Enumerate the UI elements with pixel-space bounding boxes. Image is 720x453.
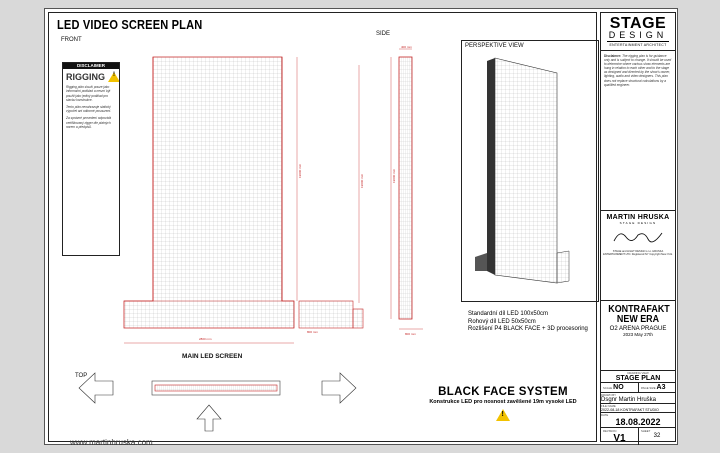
dim-screen-width: 2800 mm bbox=[199, 337, 212, 341]
disclaimer-body: The rigging plan is for guidance only an… bbox=[604, 54, 672, 87]
page-size-cell: PAGE SIZE A3 bbox=[639, 383, 675, 392]
arrow-left-icon bbox=[78, 372, 114, 404]
front-led-screen bbox=[123, 56, 295, 329]
dim-side-top: 400 mm bbox=[401, 45, 412, 49]
drawn-by-row: DRAWN BY Dsgnr Martin Hruška bbox=[601, 392, 675, 403]
disclaimer-title: Disclaimer: bbox=[604, 54, 622, 58]
page-size-value: A3 bbox=[656, 384, 666, 391]
sheet-title: LED VIDEO SCREEN PLAN bbox=[57, 17, 203, 32]
revision-row: REVISION V1 SHEET 32 bbox=[601, 427, 675, 445]
title-block: STAGE DESIGN ENTERTAINMENT ARCHITECT Dis… bbox=[600, 12, 676, 445]
scale-cell: SCALE NO bbox=[601, 383, 639, 392]
side-led-view: 400 mm 19000 mm 800 mm bbox=[390, 45, 423, 336]
drawn-by-value: Dsgnr Martin Hruška bbox=[601, 397, 657, 403]
page-size-key: PAGE SIZE bbox=[641, 386, 656, 390]
arrow-up-icon bbox=[196, 404, 222, 432]
date-value: 18.08.2022 bbox=[615, 417, 661, 427]
sheet-key: SHEET bbox=[641, 429, 651, 433]
perspective-box: PERSPEKTIVE VIEW bbox=[461, 40, 599, 302]
warning-icon bbox=[108, 72, 119, 83]
dim-total-height: 19000 mm bbox=[360, 173, 364, 188]
file-value: 2022-08-18 KONTRAFAKT STUDIO bbox=[601, 408, 659, 412]
designer-sub: STAGE DESIGN bbox=[619, 221, 657, 225]
revision-value: V1 bbox=[613, 433, 626, 444]
signature-icon bbox=[613, 232, 663, 243]
drawing-frame: LED VIDEO SCREEN PLAN FRONT SIDE DISCLAI… bbox=[48, 12, 599, 447]
project-block: KONTRAFAKT NEW ERA O2 ARENA PRAGUE 2023 … bbox=[601, 300, 675, 370]
file-key: FILE NAME bbox=[601, 404, 616, 408]
project-title-2: NEW ERA bbox=[616, 313, 660, 325]
project-date: 2023 May 27th bbox=[623, 332, 653, 337]
info-line-2: Rohový díl LED 50x50cm bbox=[468, 318, 536, 325]
stage-design-logo: STAGE DESIGN ENTERTAINMENT ARCHITECT bbox=[601, 13, 675, 47]
logo-tagline: ENTERTAINMENT ARCHITECT bbox=[607, 41, 669, 47]
website-link[interactable]: www.martinhruska.com bbox=[70, 438, 153, 447]
dim-side-bottom: 800 mm bbox=[405, 332, 416, 336]
warning-icon bbox=[496, 409, 510, 421]
perspective-drawing bbox=[475, 57, 570, 284]
rigging-label: RIGGING bbox=[66, 72, 106, 83]
black-face-system: BLACK FACE SYSTEM Konstrukce LED pro nos… bbox=[403, 386, 603, 421]
disclaimer-heading: DISCLAIMER bbox=[63, 63, 119, 70]
project-title-1: KONTRAFAKT bbox=[608, 303, 670, 315]
scale-row: SCALE NO PAGE SIZE A3 bbox=[601, 382, 675, 392]
disclaimer-box: DISCLAIMER RIGGING Rigging plán slouží p… bbox=[62, 62, 120, 256]
front-label: FRONT bbox=[61, 37, 82, 43]
scale-value: NO bbox=[613, 384, 624, 391]
top-view bbox=[78, 372, 357, 432]
info-line-1: Standardní díl LED 100x50cm bbox=[468, 311, 549, 317]
main-led-label: MAIN LED SCREEN bbox=[182, 353, 243, 360]
dim-wing-width: 800 mm bbox=[307, 330, 318, 334]
drawn-by-key: DRAWN BY bbox=[601, 393, 616, 397]
dim-side-height: 19000 mm bbox=[392, 168, 396, 183]
designer-address: STAGE and LIGHT DESIGN s.r.o. HRUSKA ENT… bbox=[603, 250, 673, 257]
dim-screen-height: 19000 mm bbox=[298, 163, 302, 178]
designer-name: MARTIN HRUSKA bbox=[606, 214, 670, 221]
file-row: FILE NAME 2022-08-18 KONTRAFAKT STUDIO bbox=[601, 403, 675, 412]
rigging-row: RIGGING bbox=[66, 72, 119, 83]
designer-block: MARTIN HRUSKA STAGE DESIGN STAGE and LIG… bbox=[601, 210, 675, 300]
revision-key: REVISION bbox=[603, 429, 617, 433]
drawing-sheet: LED VIDEO SCREEN PLAN FRONT SIDE DISCLAI… bbox=[44, 8, 678, 447]
top-label: TOP bbox=[75, 373, 88, 379]
project-venue: O2 ARENA PRAGUE bbox=[609, 326, 667, 332]
scale-key: SCALE bbox=[603, 386, 613, 390]
led-info: Standardní díl LED 100x50cm Rohový díl L… bbox=[468, 311, 588, 334]
titleblock-disclaimer: Disclaimer: The rigging plan is for guid… bbox=[601, 50, 675, 210]
sheet-cell: SHEET 32 bbox=[639, 428, 675, 445]
info-line-3: Rozlišení P4 BLACK FACE + 3D procesoring bbox=[468, 326, 588, 332]
side-label: SIDE bbox=[376, 31, 391, 37]
disclaimer-text-2: Tento plán nenahrazuje statický výpočet … bbox=[66, 105, 112, 114]
bfs-title: BLACK FACE SYSTEM bbox=[438, 386, 568, 398]
disclaimer-text-1: Rigging plán slouží pouze jako informačn… bbox=[66, 85, 111, 102]
sheet-value: 32 bbox=[653, 433, 661, 439]
date-row: DATE 18.08.2022 bbox=[601, 412, 675, 427]
bfs-subtitle: Konstrukce LED pro nosnost zavěšené 19m … bbox=[429, 399, 577, 405]
arrow-right-icon bbox=[321, 372, 357, 404]
drawing-view-key: DRAWING VIEW bbox=[627, 371, 649, 375]
perspective-label: PERSPEKTIVE VIEW bbox=[465, 43, 524, 49]
drawing-view-row: DRAWING VIEW STAGE PLAN bbox=[601, 370, 675, 382]
logo-stage: STAGE bbox=[609, 15, 667, 32]
date-key: DATE bbox=[601, 413, 609, 417]
revision-cell: REVISION V1 bbox=[601, 428, 639, 445]
logo-design: DESIGN bbox=[608, 30, 668, 40]
front-right-wing bbox=[298, 300, 364, 329]
drawing-view-value: STAGE PLAN bbox=[615, 375, 661, 382]
drawing-canvas: 19000 mm 2800 mm 19000 mm 800 mm 400 mm … bbox=[78, 45, 570, 432]
disclaimer-text-3: Za správné provedení odpovídá certifikov… bbox=[66, 116, 112, 129]
